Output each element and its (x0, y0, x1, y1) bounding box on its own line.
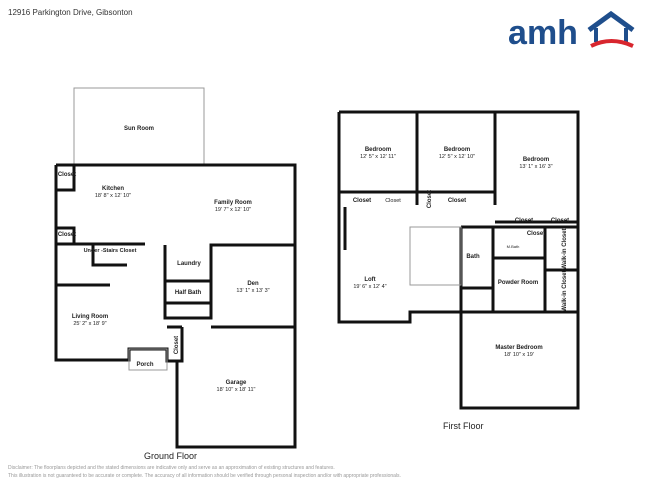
room-label: Bath (466, 254, 480, 260)
room-label: Closet (448, 198, 466, 204)
room-dims: 18' 8" x 12' 10" (95, 193, 131, 199)
property-address: 12916 Parkington Drive, Gibsonton (8, 8, 133, 17)
disclaimer: Disclaimer: The floorplans depicted and … (8, 464, 401, 480)
amh-logo: amh (508, 10, 635, 50)
room-label: Master Bedroom (495, 345, 542, 351)
room-dims: 19' 7" x 12' 10" (215, 207, 251, 213)
room-label: Bedroom (365, 147, 391, 153)
room-label: Half Bath (175, 290, 202, 296)
room-label: Under -Stairs Closet (84, 248, 137, 254)
disclaimer-line-2: This illustration is not guaranteed to b… (8, 473, 401, 479)
first-floor-label: First Floor (443, 421, 484, 432)
room-dims: 12' 5" x 12' 10" (439, 154, 475, 160)
room-label: Closet (551, 218, 569, 224)
room-label: Closet (58, 232, 76, 238)
room-label: Living Room (72, 314, 108, 320)
house-walls-icon (594, 28, 628, 42)
room-dims: 13' 1" x 16' 3" (519, 164, 552, 170)
disclaimer-line-1: Disclaimer: The floorplans depicted and … (8, 465, 335, 471)
room-label: Bedroom (523, 157, 549, 163)
room-label: Sun Room (124, 126, 154, 132)
room-label: Closet (427, 190, 433, 208)
room-label: Closet (58, 172, 76, 178)
room-label: Bedroom (444, 147, 470, 153)
room-label: Closet (385, 198, 401, 204)
room-label: Den (247, 281, 259, 287)
room-dims: 13' 1" x 13' 3" (236, 288, 269, 294)
room-label: Family Room (214, 200, 252, 206)
room-label: Closet (353, 198, 371, 204)
room-dims: 18' 10" x 18' 11" (217, 387, 256, 393)
room-dims: 25' 2" x 18' 9" (73, 321, 106, 327)
room-label: Closet (515, 218, 533, 224)
room-label: Closet (174, 336, 180, 354)
swoosh-icon (590, 39, 634, 48)
room-dims: 19' 6" x 12' 4" (353, 284, 386, 290)
house-roof-icon (587, 10, 635, 33)
first-floor-plan: Bedroom 12' 5" x 12' 11" Bedroom 12' 5" … (337, 110, 580, 410)
room-label: Garage (226, 380, 247, 386)
room-label: Closet (527, 231, 545, 237)
room-label: Laundry (177, 261, 201, 267)
room-label: Walk-in Closet (562, 270, 568, 311)
room-dims: 12' 5" x 12' 11" (360, 154, 396, 160)
room-label: Powder Room (498, 280, 538, 286)
room-label: Loft (364, 277, 375, 283)
room-label: M.Bath (507, 244, 520, 249)
room-label: Kitchen (102, 186, 124, 192)
ground-floor-plan: Sun Room Kitchen 18' 8" x 12' 10" Family… (54, 87, 297, 449)
ground-floor-label: Ground Floor (144, 451, 198, 462)
room-label: Walk-in Closet (562, 228, 568, 269)
logo-text: amh (508, 14, 578, 50)
room-label: Porch (136, 362, 153, 368)
room-dims: 18' 10" x 19' (504, 352, 534, 358)
